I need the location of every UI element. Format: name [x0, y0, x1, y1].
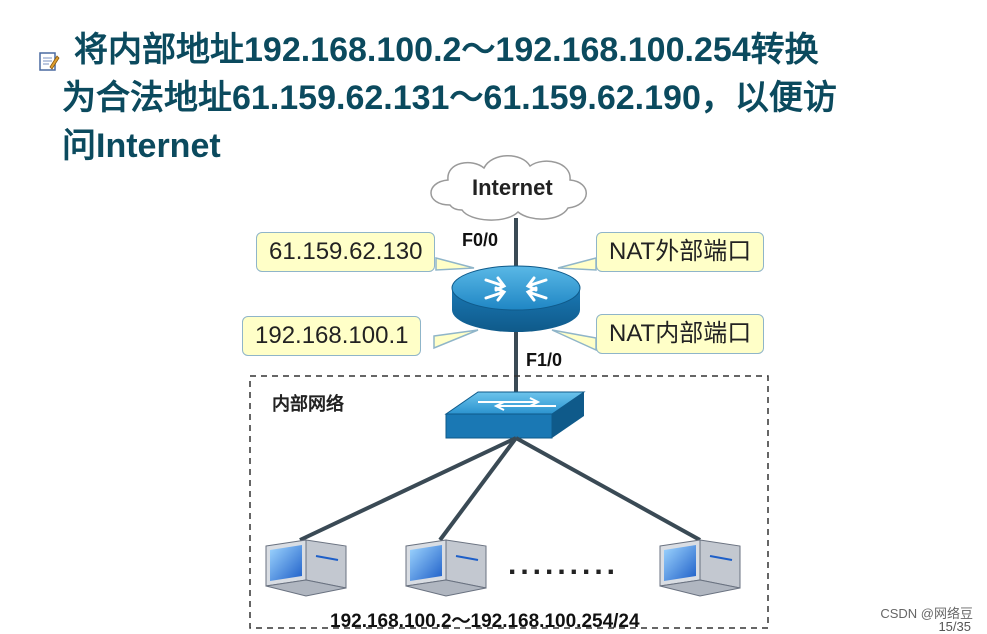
outside-port-label: F0/0: [462, 230, 499, 250]
pc-icon: [405, 539, 487, 597]
title-line-1: 将内部地址192.168.100.2～192.168.100.254转换: [38, 26, 978, 74]
switch-icon: [444, 391, 586, 439]
internet-cloud-icon: [430, 155, 587, 221]
link-switch-host-3: [515, 436, 701, 542]
page-number: 15/35: [938, 619, 971, 634]
more-hosts-dots: .........: [508, 548, 620, 581]
bullet-edit-icon: [38, 37, 60, 71]
pc-icon: [659, 539, 741, 597]
internet-label: Internet: [472, 175, 553, 200]
link-switch-host-2: [438, 436, 518, 542]
internal-network-label: 内部网络: [272, 394, 344, 414]
watermark: CSDN @网络豆: [880, 606, 973, 621]
pc-icon: [265, 539, 347, 597]
title-line-3: 问Internet: [62, 127, 221, 165]
outside-port-callout: NAT外部端口: [596, 232, 765, 272]
host-range-label: 192.168.100.2～192.168.100.254/24: [330, 611, 640, 632]
link-switch-host-1: [299, 436, 517, 542]
internal-network-area: [249, 375, 769, 629]
inside-port-callout: NAT内部端口: [596, 314, 765, 354]
inside-port-label: F1/0: [526, 350, 563, 370]
title-line-2: 为合法地址61.159.62.131～61.159.62.190，以便访: [62, 79, 837, 117]
outside-ip-callout: 61.159.62.130: [256, 232, 436, 272]
title-text-1: 将内部地址192.168.100.2～192.168.100.254转换: [74, 31, 819, 69]
slide-title: 将内部地址192.168.100.2～192.168.100.254转换 为合法…: [38, 26, 978, 170]
router-icon: [451, 265, 581, 332]
inside-ip-callout: 192.168.100.1: [242, 316, 422, 356]
